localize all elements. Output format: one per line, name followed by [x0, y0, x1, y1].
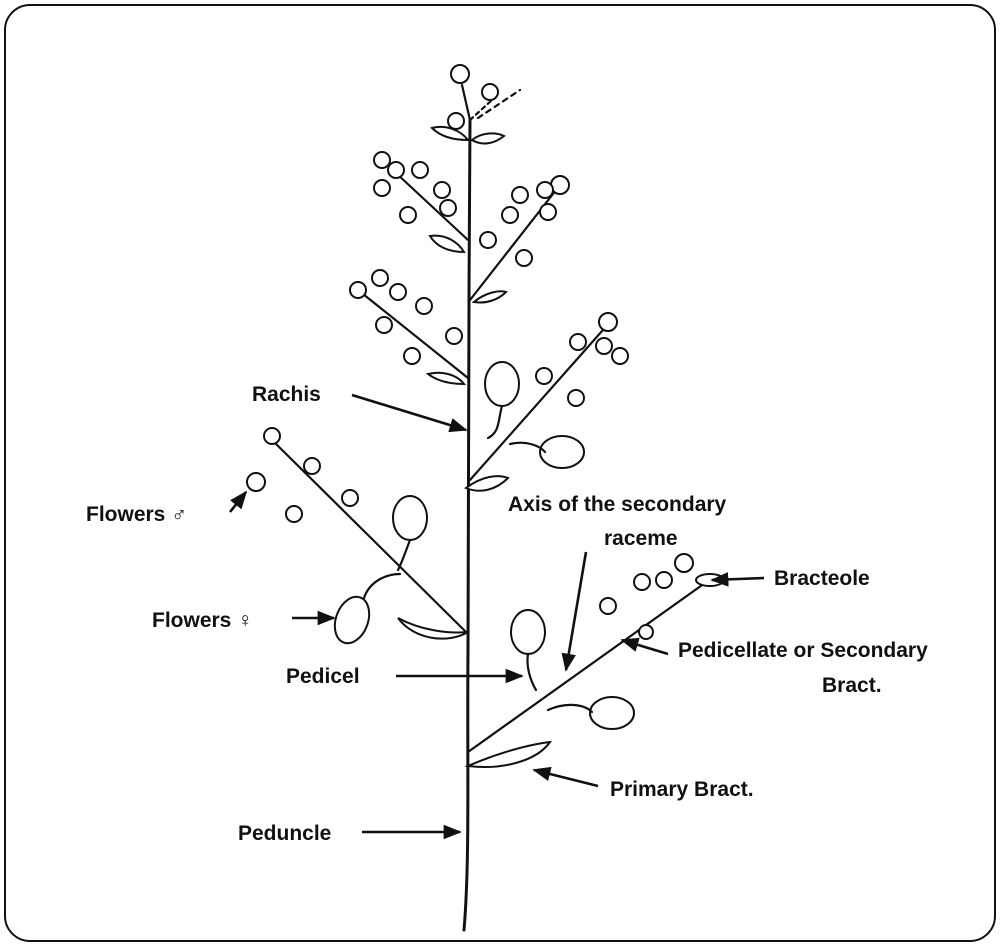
branch-lower-left [247, 428, 468, 648]
axis-pointer [566, 552, 586, 670]
label-axis-line1: Axis of the secondary [508, 493, 727, 516]
branch-middle-left [350, 270, 468, 384]
flowers-male-pointer [230, 492, 246, 512]
primary-bract-pointer [534, 770, 598, 786]
label-primary-bract: Primary Bract. [610, 778, 754, 801]
label-rachis: Rachis [252, 383, 321, 406]
branch-upper-left [374, 152, 468, 252]
branch-middle-right [466, 313, 628, 491]
label-flowers-male: Flowers ♂ [86, 503, 187, 526]
rachis-pointer [352, 395, 466, 430]
main-axis [464, 120, 470, 930]
label-pedicel: Pedicel [286, 665, 360, 688]
branch-upper-right [470, 176, 569, 303]
label-axis-line2: raceme [604, 527, 678, 550]
label-pedicellate-line1: Pedicellate or Secondary [678, 639, 928, 662]
label-pedicellate-line2: Bract. [822, 674, 882, 697]
apex-cluster [432, 65, 520, 143]
label-peduncle: Peduncle [238, 822, 331, 845]
label-flowers-female: Flowers ♀ [152, 609, 253, 632]
pedicellate-pointer [622, 640, 668, 654]
label-bracteole: Bracteole [774, 567, 870, 590]
